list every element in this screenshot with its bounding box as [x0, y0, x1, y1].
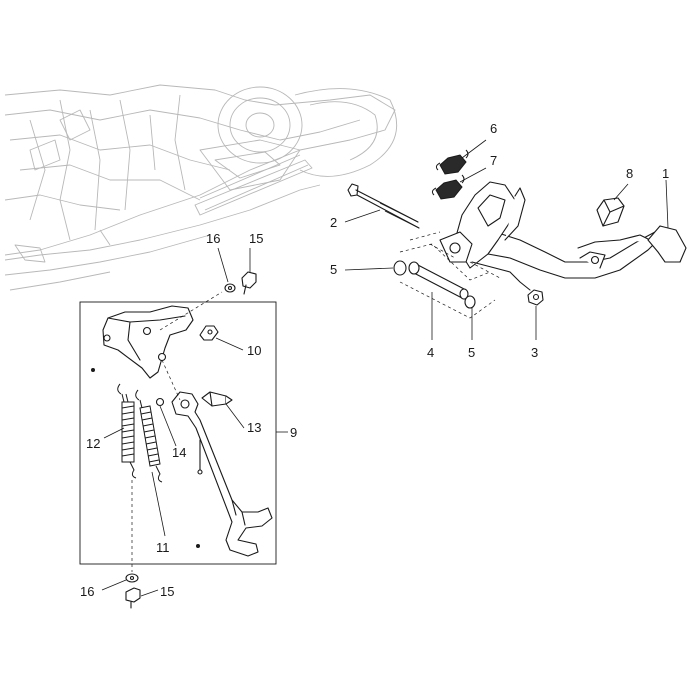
stand-springs — [431, 149, 469, 200]
ref-dot-leg — [196, 544, 200, 548]
leader-lines — [101, 139, 669, 597]
bracket-pin — [199, 325, 219, 341]
callout-11: 11 — [156, 540, 170, 555]
callout-5-right: 5 — [468, 345, 475, 360]
alignment-dashes — [399, 231, 501, 319]
side-stand-bracket — [102, 305, 194, 379]
callout-15-top: 15 — [249, 231, 263, 246]
callout-1: 1 — [662, 166, 669, 181]
center-stand — [439, 181, 687, 291]
callout-6: 6 — [490, 121, 497, 136]
ref-dot-bracket — [91, 368, 95, 372]
callout-14: 14 — [172, 445, 186, 460]
scooter-frame-ghost — [4, 84, 398, 291]
callout-12: 12 — [86, 436, 100, 451]
kit-alignment-dashes — [131, 291, 223, 572]
callout-9: 9 — [290, 425, 297, 440]
side-stand-kit-frame — [79, 301, 277, 565]
callout-16-top: 16 — [206, 231, 220, 246]
stand-nut — [527, 289, 544, 306]
top-screw — [241, 271, 257, 295]
callout-16-bottom: 16 — [80, 584, 94, 599]
bottom-screw — [125, 587, 141, 609]
washer-right — [464, 295, 476, 309]
rubber-stop — [596, 197, 625, 227]
stand-washer — [155, 397, 165, 407]
callout-10: 10 — [247, 343, 261, 358]
callout-5-left: 5 — [330, 262, 337, 277]
washer-left — [393, 260, 407, 276]
callout-13: 13 — [247, 420, 261, 435]
callouts: 1 2 3 4 5 5 6 7 8 9 10 11 12 13 14 15 15… — [80, 121, 669, 599]
pivot-bolt — [347, 183, 420, 229]
top-washer-hole — [227, 285, 233, 291]
stand-pivot-bolt — [201, 391, 233, 407]
side-stand-leg — [171, 391, 273, 557]
callout-7: 7 — [490, 153, 497, 168]
side-stand-spring-a — [117, 383, 137, 479]
callout-4: 4 — [427, 345, 434, 360]
callout-3: 3 — [531, 345, 538, 360]
callout-2: 2 — [330, 215, 337, 230]
callout-15-bottom: 15 — [160, 584, 174, 599]
bottom-washer-hole — [129, 575, 135, 581]
side-stand-spring-b — [135, 389, 163, 483]
callout-8: 8 — [626, 166, 633, 181]
pivot-pin — [408, 261, 469, 300]
